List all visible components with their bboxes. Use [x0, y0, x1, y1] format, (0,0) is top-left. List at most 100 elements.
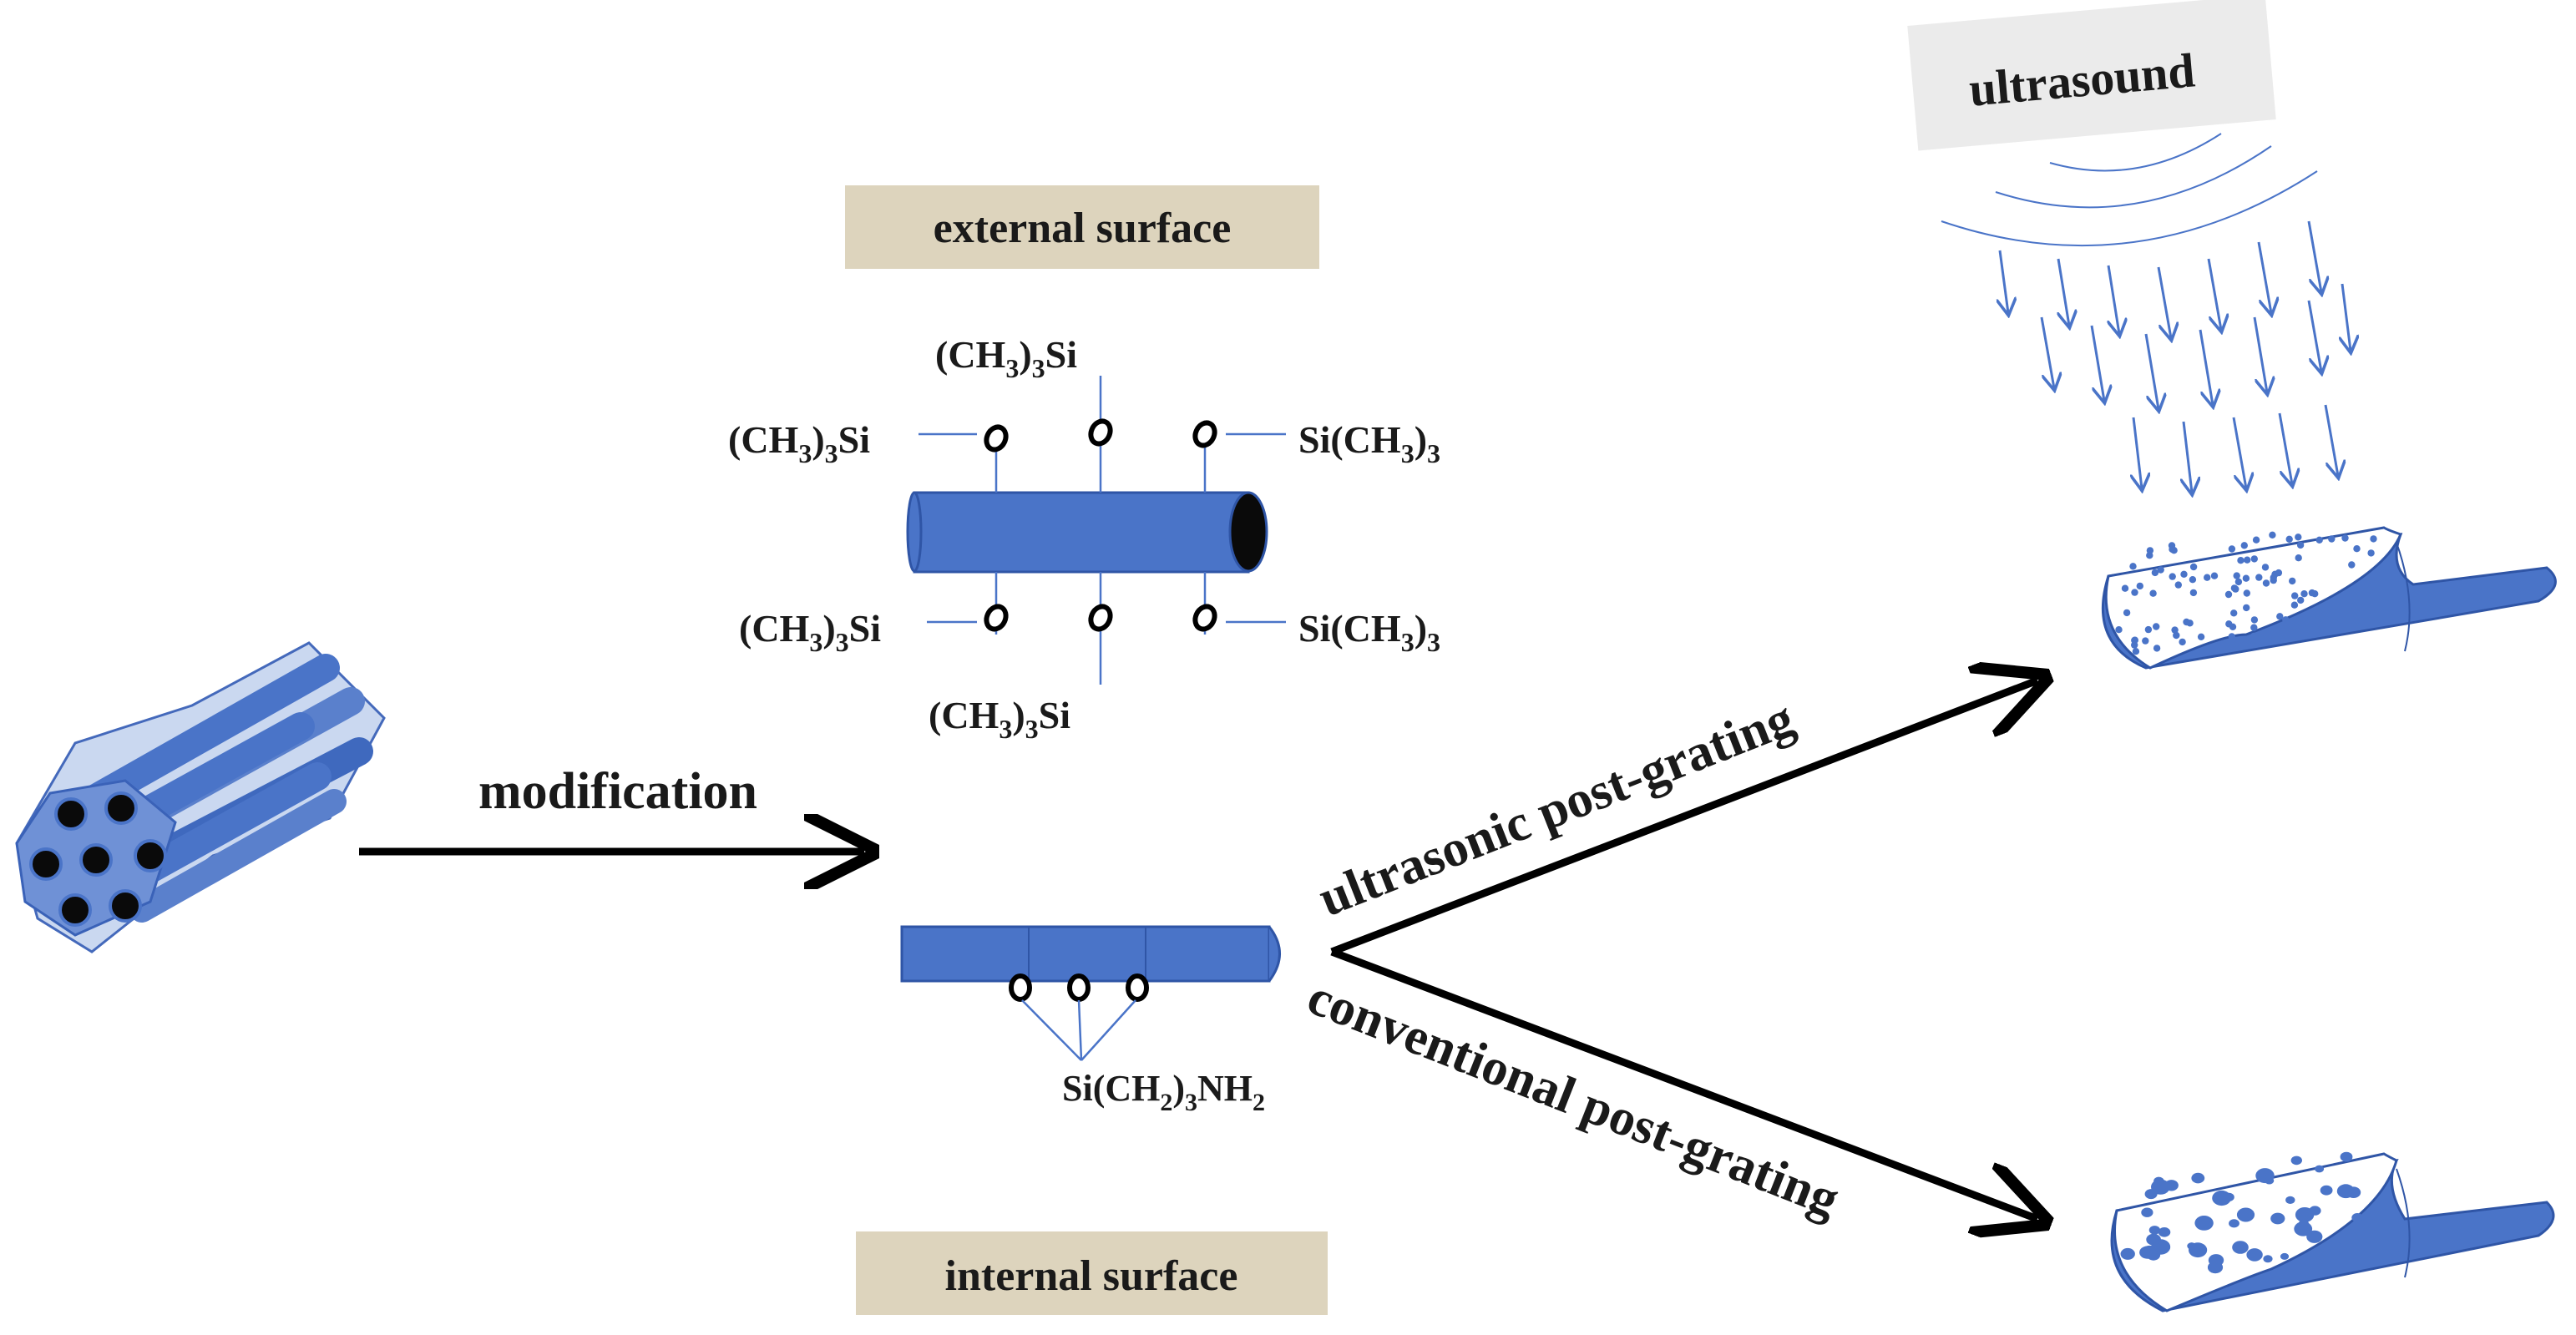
uniform-dot: [2204, 574, 2211, 581]
uniform-dot: [2244, 556, 2251, 564]
uniform-dot: [2261, 564, 2270, 571]
cluster-dot: [2212, 1190, 2232, 1206]
uniform-dot: [2296, 541, 2305, 549]
uniform-dot: [2242, 574, 2250, 582]
uniform-dot: [2132, 648, 2140, 655]
uniform-dot: [2243, 604, 2250, 612]
uniform-dot: [2352, 617, 2360, 625]
cluster-dot: [2315, 1165, 2325, 1173]
cluster-dot: [2340, 1151, 2353, 1162]
uniform-dot: [2153, 645, 2161, 652]
uniform-dot: [2252, 536, 2260, 544]
uniform-dot: [2255, 574, 2263, 581]
uniform-dot: [2351, 606, 2359, 614]
uniform-dot: [2282, 616, 2290, 624]
uniform-dot: [2367, 549, 2375, 557]
cluster-dot: [2351, 1213, 2363, 1222]
amine-label: Si(CH2)3NH2: [1062, 1068, 1265, 1116]
uniform-dot: [2136, 582, 2143, 590]
ultrasound-arrows: [2000, 220, 2351, 493]
uniform-dot: [2291, 592, 2299, 599]
cluster-dot: [2290, 1155, 2302, 1166]
uniform-dot: [2331, 619, 2339, 627]
cluster-dot: [2328, 1241, 2342, 1252]
cluster-dot: [2146, 1233, 2161, 1246]
uniform-dot: [2131, 589, 2138, 596]
tms-left-upper: (CH3)3Si: [728, 418, 870, 468]
uniform-dot: [2179, 638, 2186, 646]
uniform-dot: [2144, 625, 2153, 634]
cluster-dot: [2280, 1252, 2290, 1260]
uniform-dot: [2173, 631, 2180, 640]
uniform-dot: [2353, 545, 2361, 553]
uniform-dot: [2157, 566, 2164, 574]
uniform-dot: [2189, 563, 2198, 571]
tms-bottom: (CH3)3Si: [929, 694, 1070, 744]
uniform-dot: [2370, 535, 2377, 543]
uniform-dot: [2224, 590, 2233, 599]
uniform-dot: [2237, 557, 2245, 564]
uniform-dot: [2115, 626, 2123, 634]
uniform-dot: [2250, 616, 2259, 624]
cluster-dot: [2270, 1212, 2285, 1225]
clustered-dots: [2120, 1151, 2363, 1274]
uniform-dot: [2142, 637, 2149, 645]
external-modified-tube: (CH3)3Si (CH3)3Si Si(CH3)3 (CH3)3Si Si(C…: [728, 333, 1440, 744]
uniform-dot: [2228, 545, 2236, 553]
amine-connectors: [1021, 999, 1136, 1061]
ultrasonic-label: ultrasonic post-grating: [1311, 690, 1801, 928]
uniform-dot: [2297, 596, 2305, 604]
modification-label: modification: [478, 763, 757, 820]
cluster-dot: [2294, 1221, 2313, 1236]
uniform-dot: [2168, 542, 2176, 549]
pore-openings: [29, 791, 167, 927]
uniform-dot: [2341, 534, 2349, 542]
external-surface-label: external surface: [934, 205, 1232, 252]
uniform-dot: [2328, 535, 2336, 543]
uniform-dot: [2269, 531, 2276, 539]
uniform-dot: [2234, 578, 2243, 586]
uniform-dot: [2153, 623, 2160, 630]
uniform-dot: [2151, 569, 2159, 577]
uniform-dot: [2243, 589, 2250, 597]
uniform-dot: [2295, 533, 2302, 541]
uniform-dot: [2228, 633, 2235, 640]
tms-left-lower: (CH3)3Si: [739, 607, 881, 657]
tms-top: (CH3)3Si: [935, 333, 1077, 383]
uniform-dot: [2290, 601, 2299, 609]
cluster-dot: [2309, 1206, 2321, 1216]
uniform-dot: [2146, 552, 2153, 559]
uniform-dot: [2174, 581, 2182, 589]
cluster-dot: [2148, 1226, 2161, 1235]
cluster-dot: [2232, 1241, 2249, 1254]
cluster-dot: [2144, 1189, 2158, 1200]
ultrasound-box: ultrasound: [1907, 0, 2276, 151]
uniform-dot: [2121, 584, 2129, 592]
hexagonal-particle: [15, 641, 386, 953]
uniform-dot: [2295, 554, 2302, 562]
oxygen-groups: [984, 418, 1217, 632]
uniform-dot: [2189, 589, 2198, 597]
uniform-dot: [2129, 563, 2137, 570]
uniform-dot: [2349, 588, 2356, 595]
cluster-dot: [2236, 1207, 2255, 1222]
cluster-dot: [2153, 1176, 2164, 1186]
cluster-dot: [2194, 1216, 2214, 1231]
uniform-dot: [2276, 613, 2284, 620]
uniform-dot: [2183, 618, 2190, 626]
internal-modified-half-tube: Si(CH2)3NH2: [900, 925, 1281, 1116]
uniform-dot: [2233, 572, 2240, 579]
uniform-dot: [2250, 632, 2258, 640]
uniform-dot: [2230, 609, 2238, 617]
cluster-dot: [2320, 1185, 2333, 1196]
conventional-arrow: [1330, 948, 2037, 1219]
ultrasound-waves: [1941, 133, 2318, 247]
cluster-dot: [2187, 1242, 2197, 1250]
cluster-dot: [2191, 1172, 2205, 1184]
uniform-dot: [2314, 616, 2321, 625]
uniform-dot: [2250, 624, 2258, 631]
uniform-dot: [2229, 623, 2237, 630]
cluster-dot: [2306, 1230, 2323, 1243]
uniform-dot: [2240, 542, 2248, 549]
